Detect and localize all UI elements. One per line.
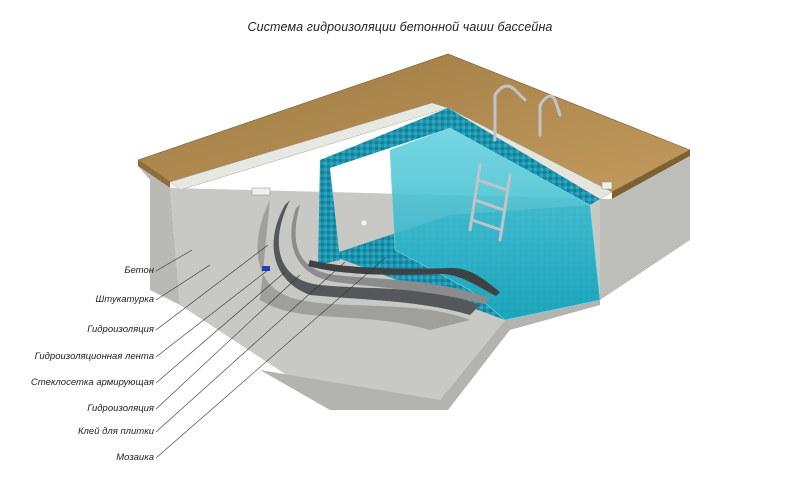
leader-lines bbox=[155, 244, 386, 459]
inlet-nozzle bbox=[360, 219, 368, 227]
label-beton: Бетон bbox=[124, 265, 154, 276]
label-gidroizolyatsiya-1: Гидроизоляция bbox=[87, 324, 154, 335]
concrete-floor-bevel bbox=[260, 300, 600, 410]
skimmer-left bbox=[251, 187, 271, 196]
deck-edge-right bbox=[612, 150, 690, 199]
pool-back-wall bbox=[320, 108, 600, 205]
label-steklosetka: Стеклосетка армирующая bbox=[30, 377, 154, 388]
skimmer-right bbox=[601, 181, 613, 190]
adhesive-layer bbox=[308, 260, 500, 296]
concrete-right-wall bbox=[600, 156, 690, 300]
waterproofing-layer bbox=[273, 200, 480, 315]
label-klei: Клей для плитки bbox=[77, 426, 154, 437]
plaster-layer bbox=[257, 200, 470, 330]
deck-edge bbox=[138, 160, 170, 188]
pool-left-wall bbox=[318, 160, 340, 265]
label-shtukaturka: Штукатурка bbox=[95, 294, 154, 305]
waterproofing-tape-marker bbox=[262, 266, 270, 271]
label-gidroizolyatsionnaya-lenta: Гидроизоляционная лента bbox=[34, 351, 154, 362]
concrete-wall-left bbox=[138, 166, 180, 305]
reinforcing-mesh-layer bbox=[291, 205, 490, 304]
diagram-title: Система гидроизоляции бетонной чаши басс… bbox=[247, 20, 553, 34]
label-mozaika: Мозаика bbox=[116, 452, 154, 463]
pool-ladder bbox=[468, 84, 562, 242]
label-gidroizolyatsiya-2: Гидроизоляция bbox=[87, 403, 154, 414]
